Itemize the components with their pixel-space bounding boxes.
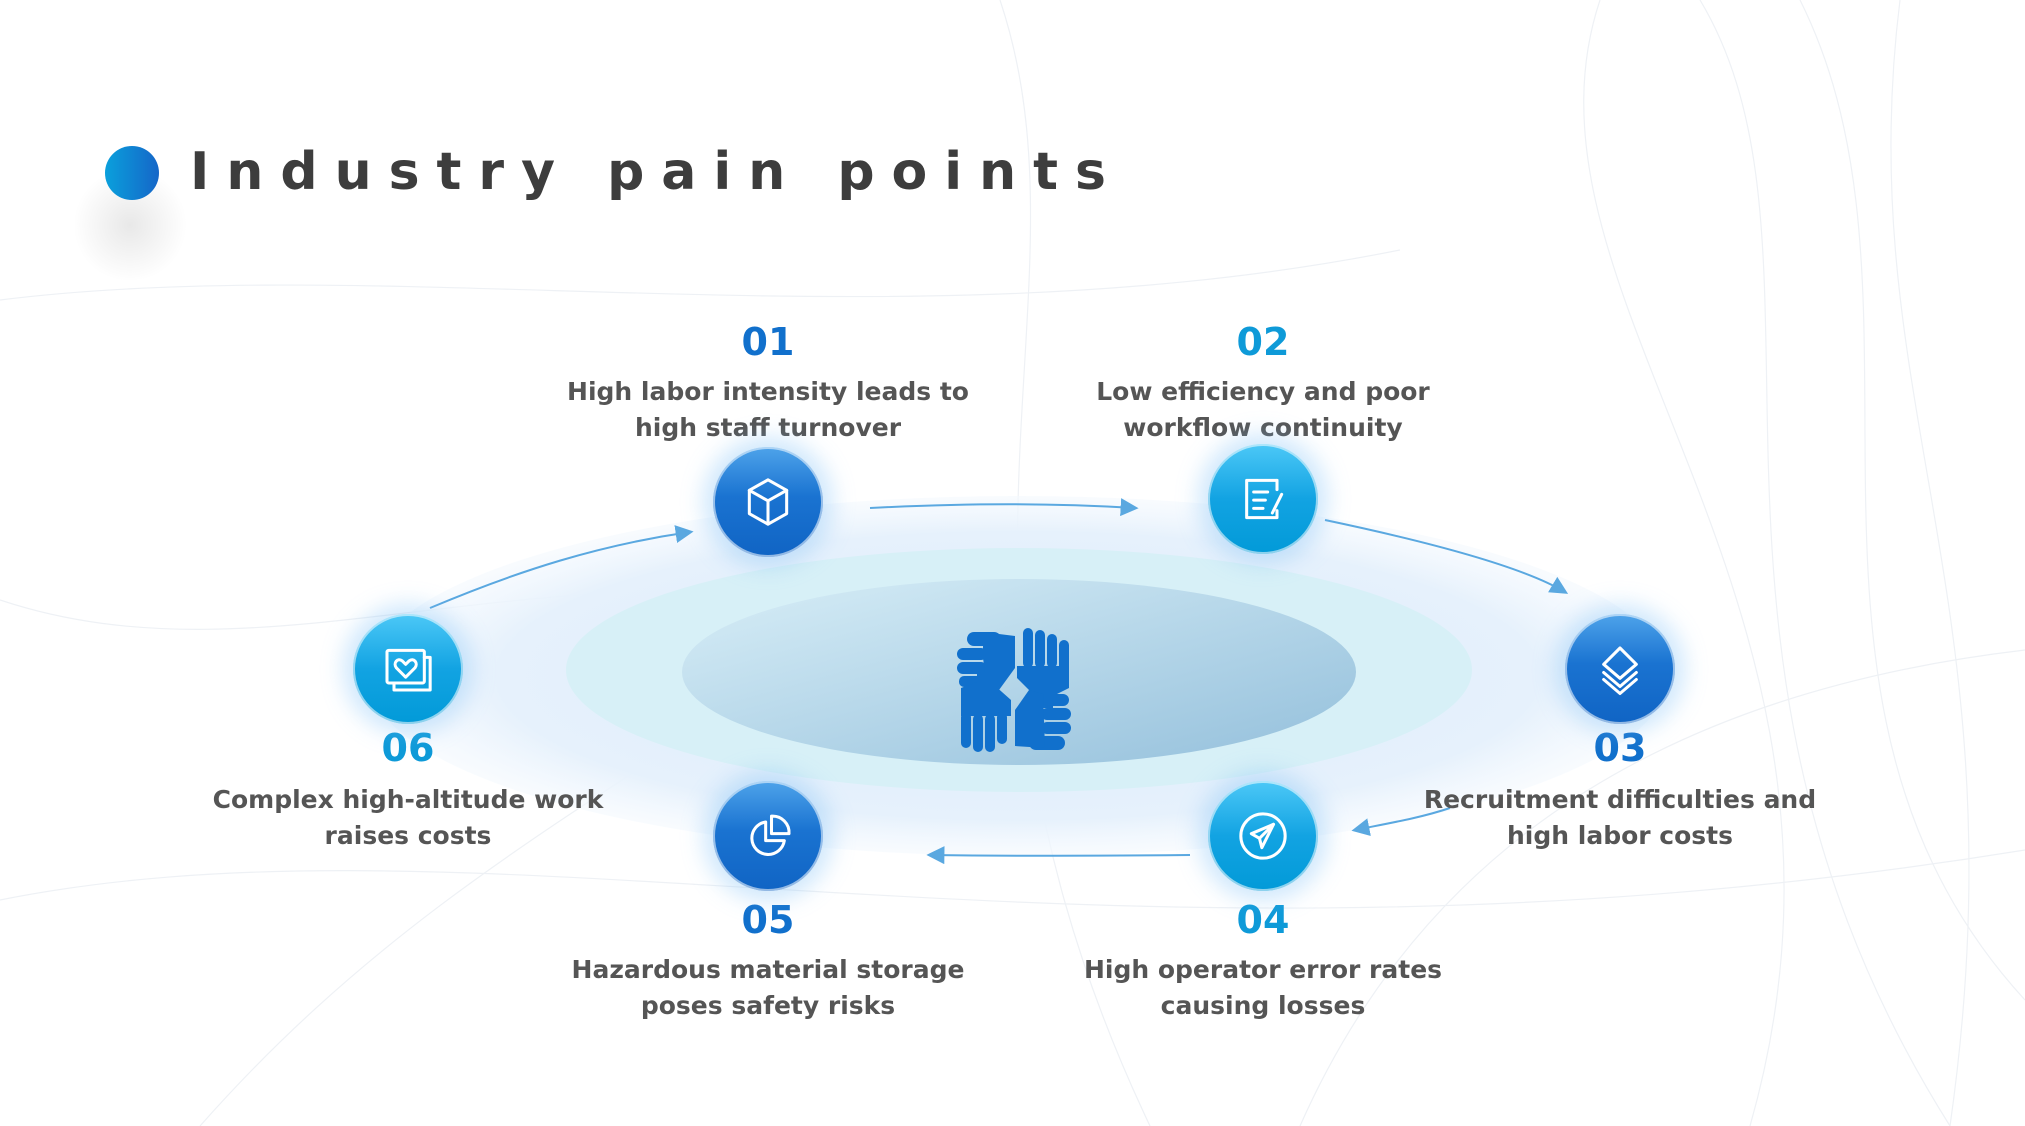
pain-point-number: 02 — [1236, 320, 1290, 364]
teamwork-hands-icon — [957, 628, 1071, 752]
label-line-1: Hazardous material storage — [571, 955, 965, 984]
document-edit-icon — [1245, 478, 1284, 520]
pain-point-label: High labor intensity leads to high staff… — [558, 374, 978, 446]
pie-chart-icon — [750, 814, 791, 856]
pain-point-label: Recruitment difficulties and high labor … — [1410, 782, 1830, 854]
pain-point-label: Hazardous material storage poses safety … — [558, 952, 978, 1024]
pain-point-node-06[interactable] — [353, 614, 463, 724]
label-line-2: high labor costs — [1506, 821, 1733, 850]
pain-point-label: High operator error rates causing losses — [1053, 952, 1473, 1024]
paper-plane-icon — [1239, 812, 1287, 860]
arrow-02-to-03 — [1324, 519, 1569, 594]
pain-point-number: 04 — [1236, 898, 1290, 942]
label-line-1: Recruitment difficulties and — [1423, 785, 1817, 814]
pain-point-number: 05 — [741, 898, 795, 942]
pain-point-label: Complex high-altitude work raises costs — [198, 782, 618, 854]
pain-point-number: 06 — [381, 726, 435, 770]
slide-title: Industry pain points — [190, 142, 1123, 202]
label-line-1: Low efficiency and poor — [1096, 377, 1430, 406]
layers-icon — [1602, 646, 1638, 696]
label-line-2: workflow continuity — [1123, 413, 1403, 442]
arrow-01-to-02 — [869, 498, 1139, 517]
label-line-1: High labor intensity leads to — [567, 377, 969, 406]
pain-point-node-03[interactable] — [1565, 614, 1675, 724]
pain-point-number: 01 — [741, 320, 795, 364]
pain-point-node-02[interactable] — [1208, 444, 1318, 554]
label-line-2: poses safety risks — [640, 991, 896, 1020]
arrow-04-to-05 — [926, 846, 1191, 865]
label-line-2: raises costs — [324, 821, 492, 850]
pain-point-node-05[interactable] — [713, 781, 823, 891]
pain-point-label: Low efficiency and poor workflow continu… — [1053, 374, 1473, 446]
pain-point-node-01[interactable] — [713, 447, 823, 557]
label-line-2: high staff turnover — [634, 413, 902, 442]
label-line-1: High operator error rates — [1083, 955, 1443, 984]
label-line-1: Complex high-altitude work — [212, 785, 604, 814]
arrow-03-to-04 — [1351, 807, 1451, 837]
label-line-2: causing losses — [1160, 991, 1366, 1020]
pain-point-node-04[interactable] — [1208, 781, 1318, 891]
photo-heart-icon — [385, 648, 432, 692]
cube-icon — [747, 478, 789, 526]
title-bullet-dot — [105, 146, 159, 200]
pain-point-number: 03 — [1593, 726, 1647, 770]
arrow-06-to-01 — [429, 525, 694, 609]
